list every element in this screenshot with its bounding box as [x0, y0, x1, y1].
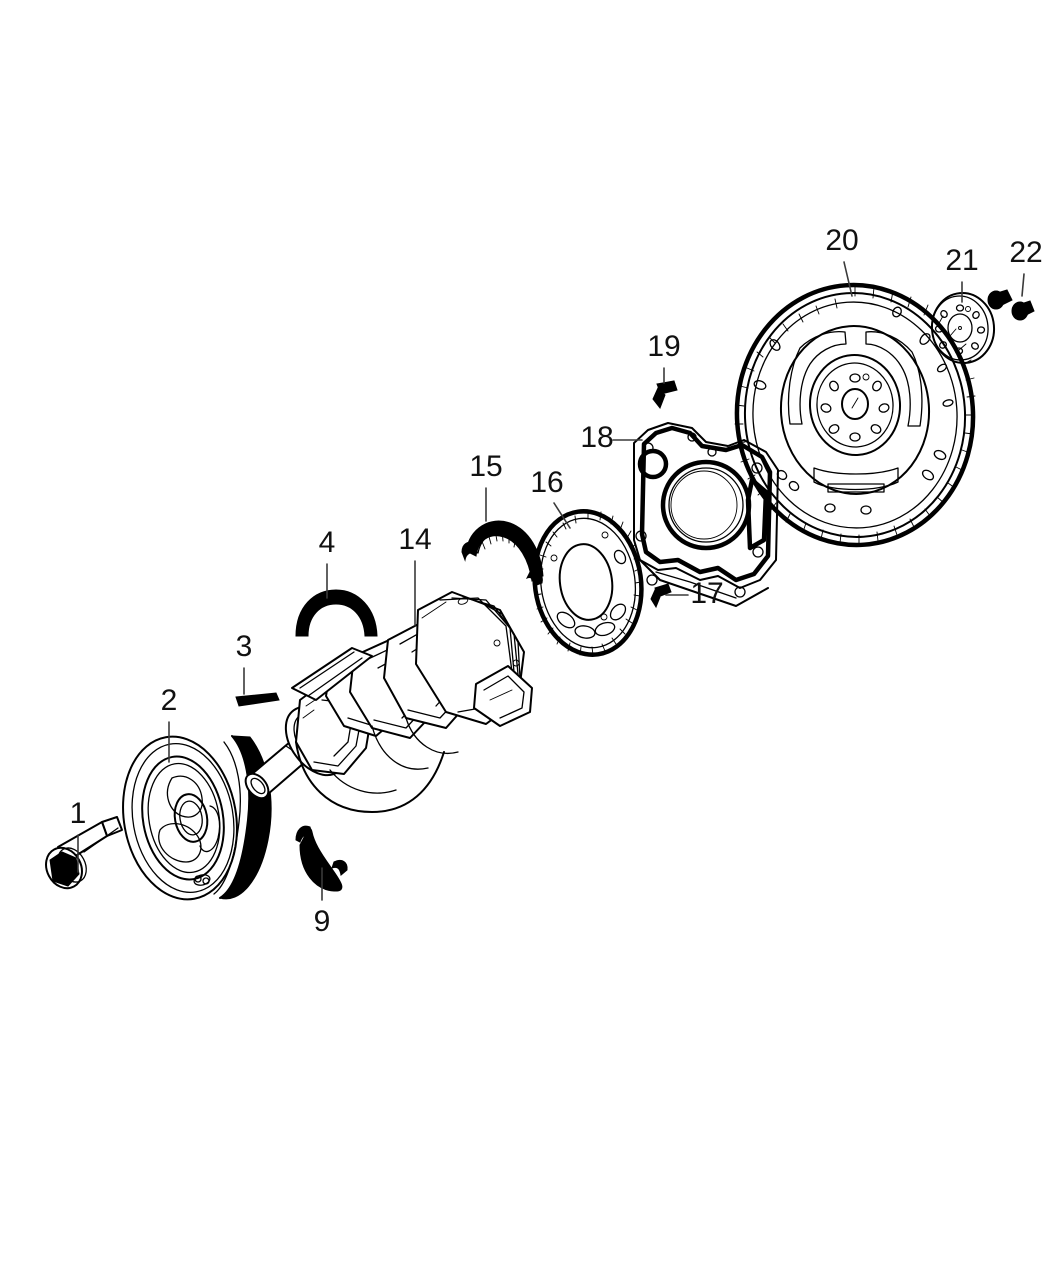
- part-20-flexplate-flywheel[interactable]: [728, 277, 982, 553]
- callout-number-20[interactable]: 20: [825, 224, 858, 257]
- callout-number-22[interactable]: 22: [1009, 236, 1042, 269]
- callout-number-2[interactable]: 2: [161, 684, 178, 717]
- part-9-lower-main-bearing[interactable]: [295, 825, 348, 892]
- callout-number-1[interactable]: 1: [70, 797, 87, 830]
- part-18-rear-seal-retainer[interactable]: [633, 422, 779, 607]
- leader-line-22: [1021, 273, 1025, 297]
- callout-number-3[interactable]: 3: [236, 630, 253, 663]
- part-19-seal-retainer-bolt[interactable]: [652, 380, 678, 410]
- callout-number-9[interactable]: 9: [314, 905, 331, 938]
- callout-number-15[interactable]: 15: [469, 450, 502, 483]
- callout-number-16[interactable]: 16: [530, 466, 563, 499]
- part-22-flexplate-bolts[interactable]: [987, 289, 1035, 321]
- callout-number-4[interactable]: 4: [319, 526, 336, 559]
- part-21-reinforcement-plate[interactable]: [929, 290, 997, 365]
- part-14-crankshaft[interactable]: [241, 591, 533, 813]
- callout-number-18[interactable]: 18: [580, 421, 613, 454]
- leader-line-20: [843, 261, 853, 297]
- callout-number-14[interactable]: 14: [398, 523, 431, 556]
- part-3-crankshaft-key[interactable]: [235, 692, 280, 707]
- part-15-thrust-bearing[interactable]: [461, 520, 544, 587]
- callout-number-layer: 1 2 3 4 9 14 15 16 17 18 19 20 21 22: [70, 224, 1043, 938]
- callout-number-21[interactable]: 21: [945, 244, 978, 277]
- part-4-upper-main-bearing[interactable]: [295, 589, 378, 637]
- leader-line-16: [553, 502, 571, 529]
- part-17-tone-ring-bolt[interactable]: [650, 583, 672, 609]
- part-2-damper-pulley[interactable]: [111, 728, 272, 909]
- part-1-damper-bolt[interactable]: [39, 816, 123, 895]
- callout-leader-lines: [77, 261, 1025, 901]
- callout-number-19[interactable]: 19: [647, 330, 680, 363]
- part-16-tone-reluctor-ring[interactable]: [525, 504, 650, 661]
- callout-number-17[interactable]: 17: [690, 577, 723, 610]
